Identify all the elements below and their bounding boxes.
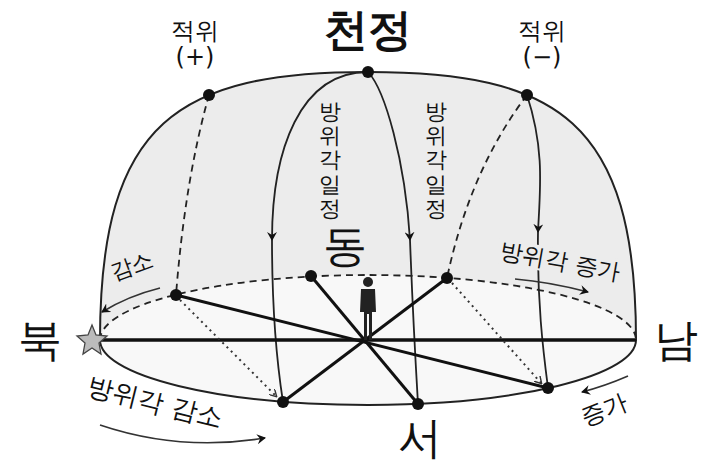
- azimuth-note: 방위각 일정: [425, 100, 447, 221]
- azimuth-note: 방위각 일정: [319, 100, 341, 221]
- direction-label: 남: [654, 316, 698, 364]
- declination-label: 적위 (−): [511, 18, 573, 71]
- declination-label: 적위 (+): [164, 18, 226, 71]
- direction-label: 북: [18, 316, 62, 364]
- change-label: 증가: [577, 389, 631, 431]
- direction-label: 서: [398, 414, 442, 462]
- zenith-label: 천정: [324, 6, 412, 54]
- direction-label: 동: [323, 222, 367, 270]
